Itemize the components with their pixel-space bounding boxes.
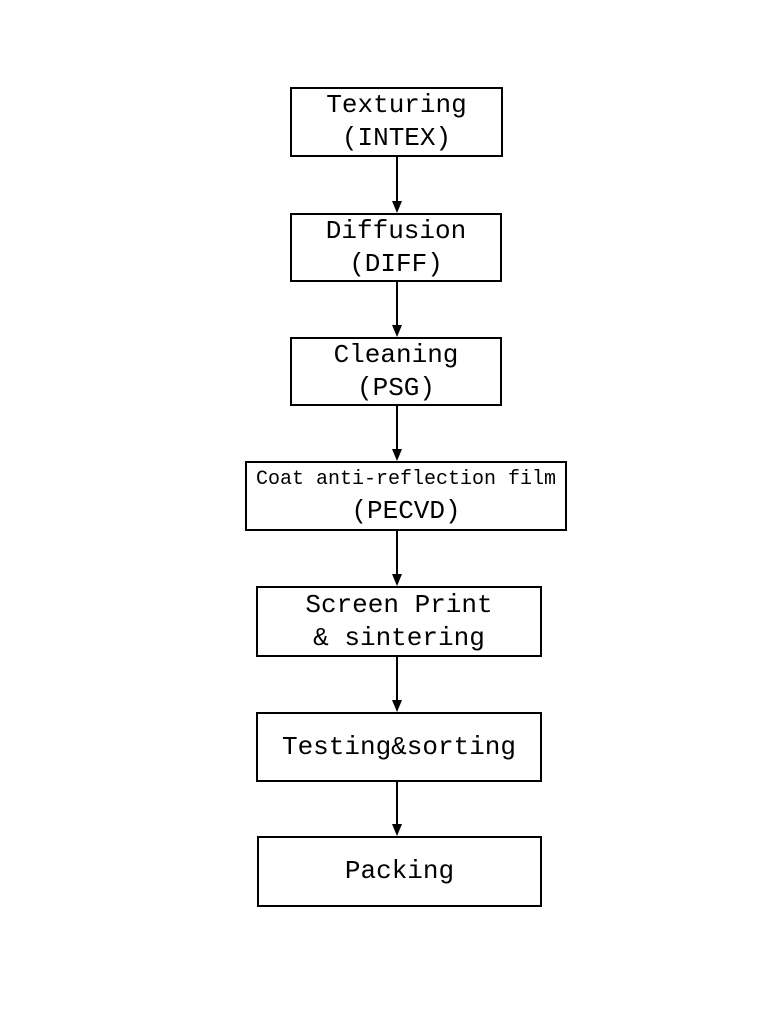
step-cleaning-label: Cleaning bbox=[333, 339, 459, 370]
step-screen-print-sintering: Screen Print & sintering bbox=[256, 586, 542, 657]
step-coat-sublabel: (PECVD) bbox=[351, 495, 461, 526]
step-packing-label: Packing bbox=[344, 856, 455, 886]
step-screen-print-sublabel: & sintering bbox=[313, 622, 485, 653]
arrow-diffusion-to-cleaning bbox=[392, 282, 402, 337]
step-packing: Packing bbox=[257, 836, 542, 907]
arrow-shaft bbox=[396, 782, 398, 824]
step-testing-sorting: Testing&sorting bbox=[256, 712, 542, 782]
step-diffusion-label: Diffusion bbox=[325, 215, 467, 246]
arrow-texturing-to-diffusion bbox=[392, 157, 402, 213]
arrow-shaft bbox=[396, 657, 398, 700]
arrow-head-down bbox=[392, 700, 402, 712]
arrow-head-down bbox=[392, 449, 402, 461]
arrow-testing-to-packing bbox=[392, 782, 402, 836]
step-coat-anti-reflection-film: Coat anti-reflection film (PECVD) bbox=[245, 461, 567, 531]
arrow-screen-print-to-testing bbox=[392, 657, 402, 712]
step-texturing-sublabel: (INTEX) bbox=[341, 123, 452, 153]
arrow-head-down bbox=[392, 574, 402, 586]
arrow-head-down bbox=[392, 824, 402, 836]
arrow-shaft bbox=[396, 406, 398, 449]
arrow-cleaning-to-coat bbox=[392, 406, 402, 461]
arrow-shaft bbox=[396, 531, 398, 574]
arrow-shaft bbox=[396, 157, 398, 201]
step-coat-label: Coat anti-reflection film bbox=[255, 467, 557, 491]
arrow-shaft bbox=[396, 282, 398, 325]
step-texturing-label: Texturing bbox=[326, 90, 467, 120]
arrow-coat-to-screen-print bbox=[392, 531, 402, 586]
step-diffusion: Diffusion (DIFF) bbox=[290, 213, 502, 282]
step-texturing: Texturing (INTEX) bbox=[290, 87, 503, 157]
step-cleaning: Cleaning (PSG) bbox=[290, 337, 502, 406]
step-screen-print-label: Screen Print bbox=[305, 589, 493, 620]
arrow-head-down bbox=[392, 201, 402, 213]
step-diffusion-sublabel: (DIFF) bbox=[349, 248, 443, 279]
step-cleaning-sublabel: (PSG) bbox=[356, 372, 435, 403]
arrow-head-down bbox=[392, 325, 402, 337]
step-testing-sorting-label: Testing&sorting bbox=[281, 731, 517, 762]
